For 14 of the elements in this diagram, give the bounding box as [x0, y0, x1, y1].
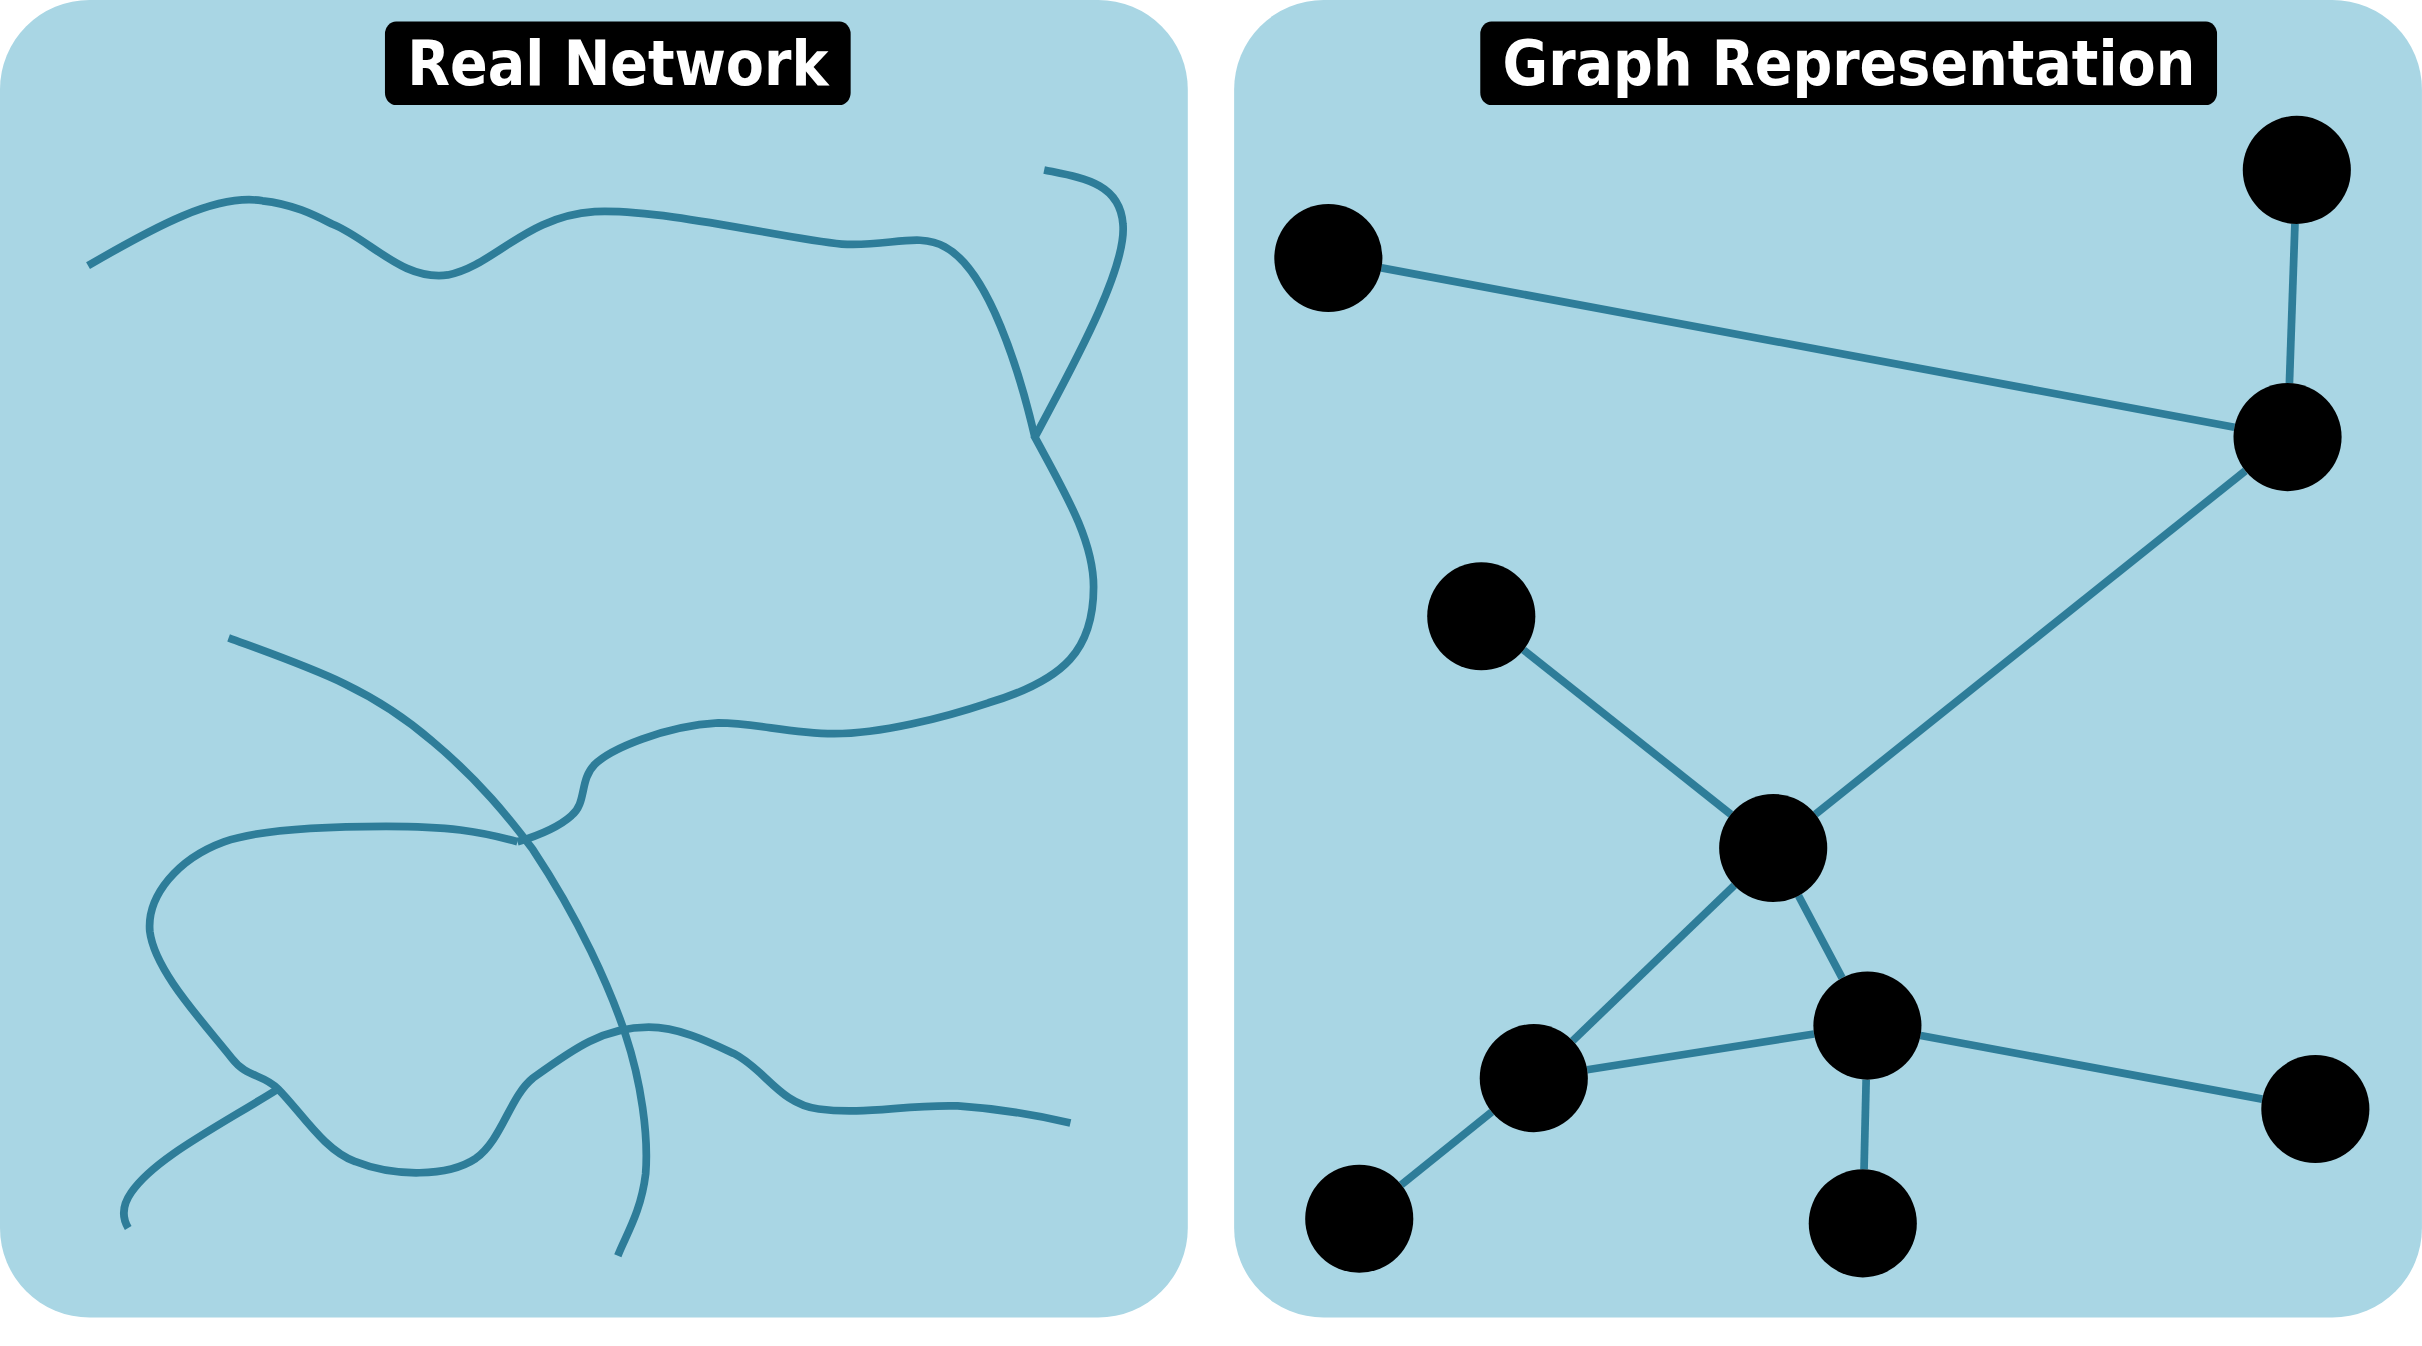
graph-edge [1586, 1030, 1815, 1074]
panel-title: Graph Representation [1480, 21, 2218, 106]
graph-edge [1860, 1079, 1870, 1170]
graph-edge [1380, 264, 2236, 431]
panel-background [1234, 0, 2422, 1318]
panel-background [0, 0, 1188, 1318]
graph-edge [1570, 882, 1737, 1044]
graph-edge [1398, 1109, 1495, 1188]
panel-title: Real Network [384, 21, 851, 106]
graph-edge [1813, 467, 2248, 818]
graph-edge [1919, 1031, 2263, 1103]
graph-edge [1795, 893, 1846, 980]
graph-edge [2285, 223, 2299, 384]
graph-edge [1521, 646, 1734, 818]
